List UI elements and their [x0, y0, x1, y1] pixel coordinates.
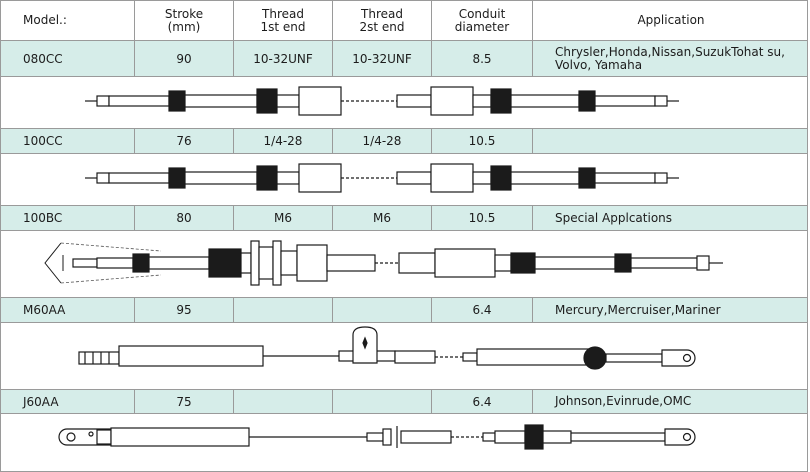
cable-drawing-m60aa	[0, 323, 808, 389]
cell-thread-1st: 10-32UNF	[234, 41, 333, 76]
cell-model: J60AA	[1, 390, 135, 413]
cell-conduit: 8.5	[432, 41, 533, 76]
cell-thread-2st: 10-32UNF	[333, 41, 432, 76]
header-thread2-line2: 2st end	[359, 19, 405, 34]
header-thread2-line1: Thread	[361, 6, 403, 21]
cable-drawing-100bc	[0, 231, 808, 297]
header-conduit: Conduit diameter	[432, 1, 533, 40]
table-row: M60AA 95 6.4 Mercury,Mercruiser,Mariner	[0, 297, 808, 323]
cable-drawing-080cc	[0, 77, 808, 128]
cell-model: 080CC	[1, 41, 135, 76]
cell-stroke: 76	[135, 129, 234, 153]
cell-thread-2st: 1/4-28	[333, 129, 432, 153]
cell-conduit: 10.5	[432, 206, 533, 230]
header-thread-2st: Thread 2st end	[333, 1, 432, 40]
cell-thread-1st	[234, 390, 333, 413]
cell-thread-2st	[333, 298, 432, 322]
cell-application: Chrysler,Honda,Nissan,SuzukTohat su, Vol…	[555, 44, 785, 72]
cell-stroke: 95	[135, 298, 234, 322]
cell-stroke: 90	[135, 41, 234, 76]
cell-thread-1st: M6	[234, 206, 333, 230]
header-stroke: Stroke (mm)	[135, 1, 234, 40]
cable-drawing-100cc	[0, 154, 808, 205]
cell-stroke: 75	[135, 390, 234, 413]
cable-drawing-j60aa	[0, 414, 808, 472]
table-header: Model.: Stroke (mm) Thread 1st end Threa…	[0, 0, 808, 41]
cell-thread-2st: M6	[333, 206, 432, 230]
table-row: 100CC 76 1/4-28 1/4-28 10.5	[0, 128, 808, 154]
cell-application: Special Applcations	[555, 210, 673, 225]
cell-model: 100BC	[1, 206, 135, 230]
table-row: 100BC 80 M6 M6 10.5 Special Applcations	[0, 205, 808, 231]
header-stroke-line2: (mm)	[167, 19, 201, 34]
cell-model: 100CC	[1, 129, 135, 153]
cell-conduit: 6.4	[432, 390, 533, 413]
header-thread-1st: Thread 1st end	[234, 1, 333, 40]
cell-conduit: 10.5	[432, 129, 533, 153]
cell-application: Mercury,Mercruiser,Mariner	[555, 302, 721, 317]
cell-thread-1st	[234, 298, 333, 322]
header-conduit-line1: Conduit	[458, 6, 506, 21]
header-thread1-line1: Thread	[262, 6, 304, 21]
table-row: J60AA 75 6.4 Johnson,Evinrude,OMC	[0, 389, 808, 414]
header-conduit-line2: diameter	[454, 19, 510, 34]
cell-application	[533, 129, 809, 153]
header-application: Application	[637, 13, 705, 27]
table-row: 080CC 90 10-32UNF 10-32UNF 8.5 Chrysler,…	[0, 41, 808, 77]
cell-stroke: 80	[135, 206, 234, 230]
cell-thread-1st: 1/4-28	[234, 129, 333, 153]
cell-model: M60AA	[1, 298, 135, 322]
cell-conduit: 6.4	[432, 298, 533, 322]
cell-application: Johnson,Evinrude,OMC	[555, 394, 692, 408]
cell-thread-2st	[333, 390, 432, 413]
header-stroke-line1: Stroke	[164, 6, 204, 21]
header-thread1-line2: 1st end	[260, 19, 306, 34]
header-model: Model.:	[1, 1, 135, 40]
